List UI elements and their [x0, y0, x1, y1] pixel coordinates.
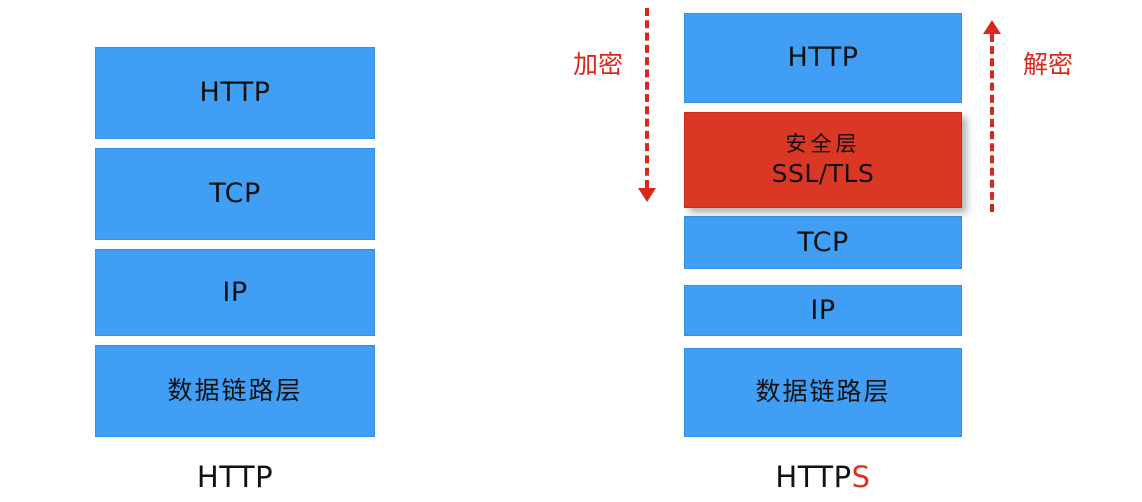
layer-label: HTTP: [787, 42, 859, 74]
layer-box-ip-left: IP: [95, 249, 375, 336]
caption-accent-s: S: [851, 460, 871, 494]
encrypt-arrow-line: [645, 8, 649, 188]
layer-box-tcp-right: TCP: [684, 216, 962, 269]
https-stack-caption: HTTPS: [684, 460, 962, 494]
security-layer-label-protocol: SSL/TLS: [771, 158, 875, 188]
security-layer-label-cjk: 安全层: [785, 131, 861, 156]
layer-label: TCP: [209, 178, 261, 210]
decrypt-arrow-line: [990, 34, 994, 212]
layer-box-ip-right: IP: [684, 285, 962, 336]
decrypt-label-text: 解密: [1022, 50, 1073, 79]
decrypt-arrow-label: 解密: [1016, 47, 1080, 83]
caption-text: HTTP: [775, 460, 852, 494]
layer-box-datalink-left: 数据链路层: [95, 345, 375, 437]
layer-label: 数据链路层: [167, 375, 303, 405]
layer-label: 数据链路层: [755, 377, 891, 407]
encrypt-label-text: 加密: [572, 50, 623, 79]
layer-box-security-ssl-tls: 安全层 SSL/TLS: [684, 112, 962, 208]
layer-box-http-right: HTTP: [684, 13, 962, 103]
encrypt-arrow: [638, 8, 656, 213]
layer-label: IP: [810, 294, 836, 326]
layer-box-datalink-right: 数据链路层: [684, 348, 962, 437]
decrypt-arrow-head-icon: [983, 20, 1001, 34]
encrypt-arrow-head-icon: [638, 188, 656, 202]
http-stack-caption: HTTP: [95, 460, 375, 494]
layer-box-tcp-left: TCP: [95, 148, 375, 240]
encrypt-arrow-label: 加密: [566, 47, 630, 83]
layer-label: IP: [222, 276, 248, 308]
layer-label: HTTP: [199, 77, 271, 109]
caption-text: HTTP: [196, 460, 274, 494]
layer-box-http-left: HTTP: [95, 47, 375, 139]
decrypt-arrow: [983, 20, 1001, 220]
layer-label: TCP: [797, 226, 849, 258]
